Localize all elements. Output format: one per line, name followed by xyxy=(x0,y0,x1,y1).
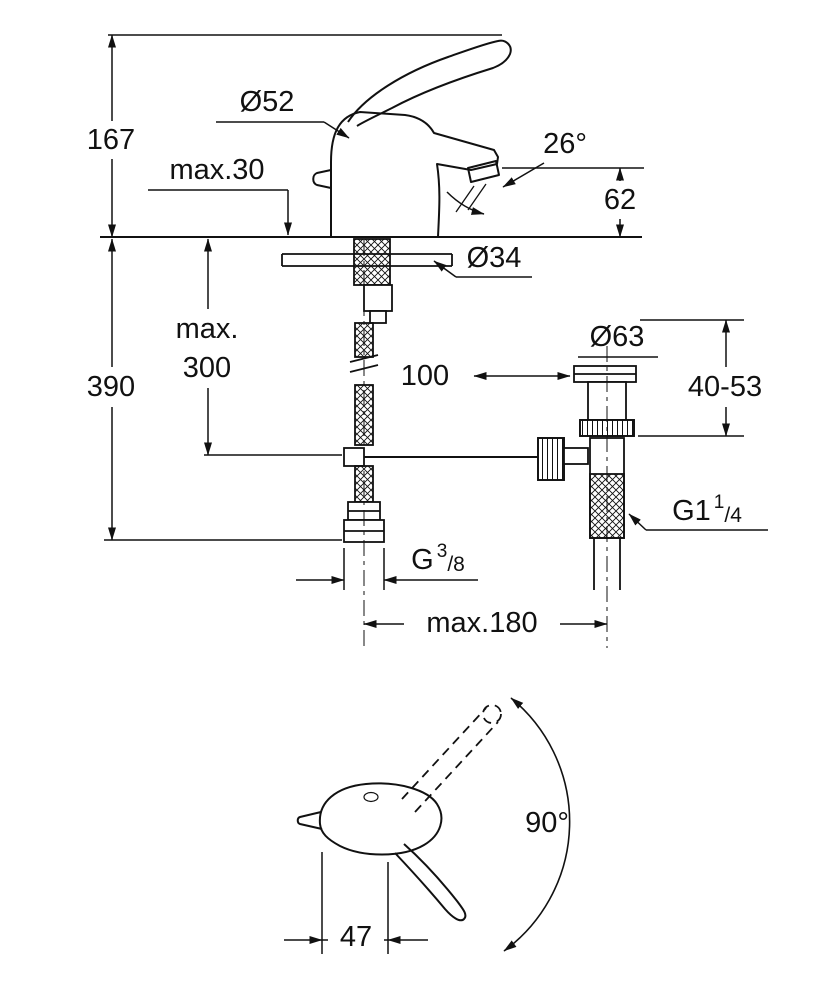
spout-tip-top xyxy=(296,811,323,830)
dim-g114-leader xyxy=(628,513,647,531)
dim-label-dia63: Ø63 xyxy=(589,320,645,353)
dim-label-dia34: Ø34 xyxy=(466,241,522,274)
dim-label-100: 100 xyxy=(400,359,450,392)
dim-label-max30: max.30 xyxy=(169,153,265,186)
lever-handle xyxy=(347,39,512,127)
dim-label-47: 47 xyxy=(328,917,384,957)
g38-sup: 3 xyxy=(436,540,448,562)
aerator xyxy=(467,160,500,183)
g114-base: G1 xyxy=(672,494,711,527)
handle-top-view xyxy=(284,697,571,954)
dim-label-300: 300 xyxy=(164,348,250,388)
rotation-arc xyxy=(503,697,571,952)
dim-26deg-leader xyxy=(502,162,545,188)
rod-adjuster-knob xyxy=(537,437,565,481)
dim-dia34-leader xyxy=(433,260,457,278)
g114-sup: 1 xyxy=(713,491,725,513)
dim-label-167: 167 xyxy=(80,121,142,159)
g38-base: G xyxy=(411,543,434,576)
lever-rotated-dashed xyxy=(401,704,502,813)
dim-label-90deg: 90° xyxy=(525,806,569,839)
water-stream-lines xyxy=(455,183,487,213)
lever-arm-top xyxy=(394,843,467,922)
g114-sub: /4 xyxy=(724,503,742,527)
threaded-shank xyxy=(353,238,391,286)
handle-body-top xyxy=(318,782,443,856)
dim-label-max-word: max. xyxy=(164,309,250,349)
mounting-hardware xyxy=(281,238,586,648)
faucet-side-view xyxy=(100,39,642,238)
rod-link xyxy=(563,447,589,465)
dim-label-4053: 40-53 xyxy=(680,367,770,407)
faucet-body xyxy=(330,111,499,238)
logo-mark xyxy=(363,791,379,803)
dim-label-62: 62 xyxy=(596,181,644,219)
dim-label-max180: max.180 xyxy=(404,603,560,643)
dim-label-390: 390 xyxy=(80,367,142,407)
dim-label-dia52: Ø52 xyxy=(239,85,295,118)
side-outlet xyxy=(312,169,332,189)
drain-assembly xyxy=(537,346,637,648)
popup-rod-joint xyxy=(343,447,365,467)
g38-sub: /8 xyxy=(447,552,465,576)
dim-label-26deg: 26° xyxy=(543,127,587,160)
dim-dia52-leader xyxy=(323,121,350,139)
